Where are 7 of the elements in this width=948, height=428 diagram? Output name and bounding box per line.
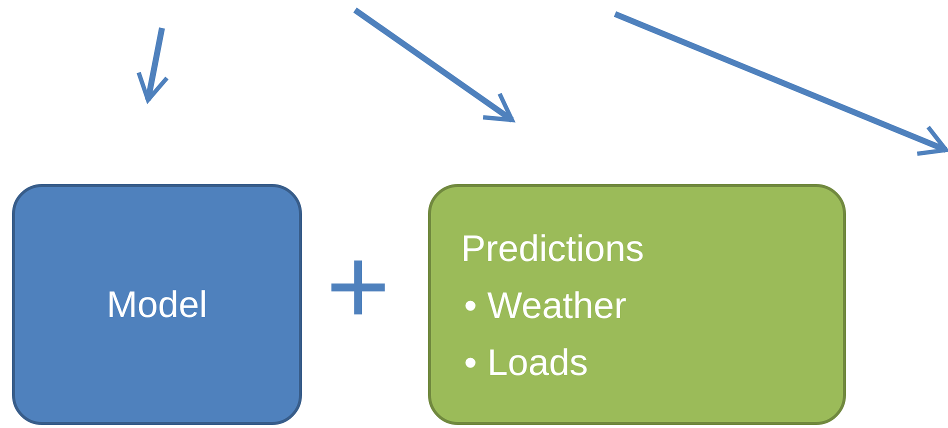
box-title: Model [106, 283, 208, 327]
bullet-item: • Weather [463, 284, 628, 328]
box-heading: Predictions [461, 227, 644, 271]
rounded-box [12, 184, 302, 425]
rounded-box [428, 184, 846, 425]
bullet-item: • Loads [463, 341, 590, 385]
plus-sign: + [326, 232, 390, 342]
